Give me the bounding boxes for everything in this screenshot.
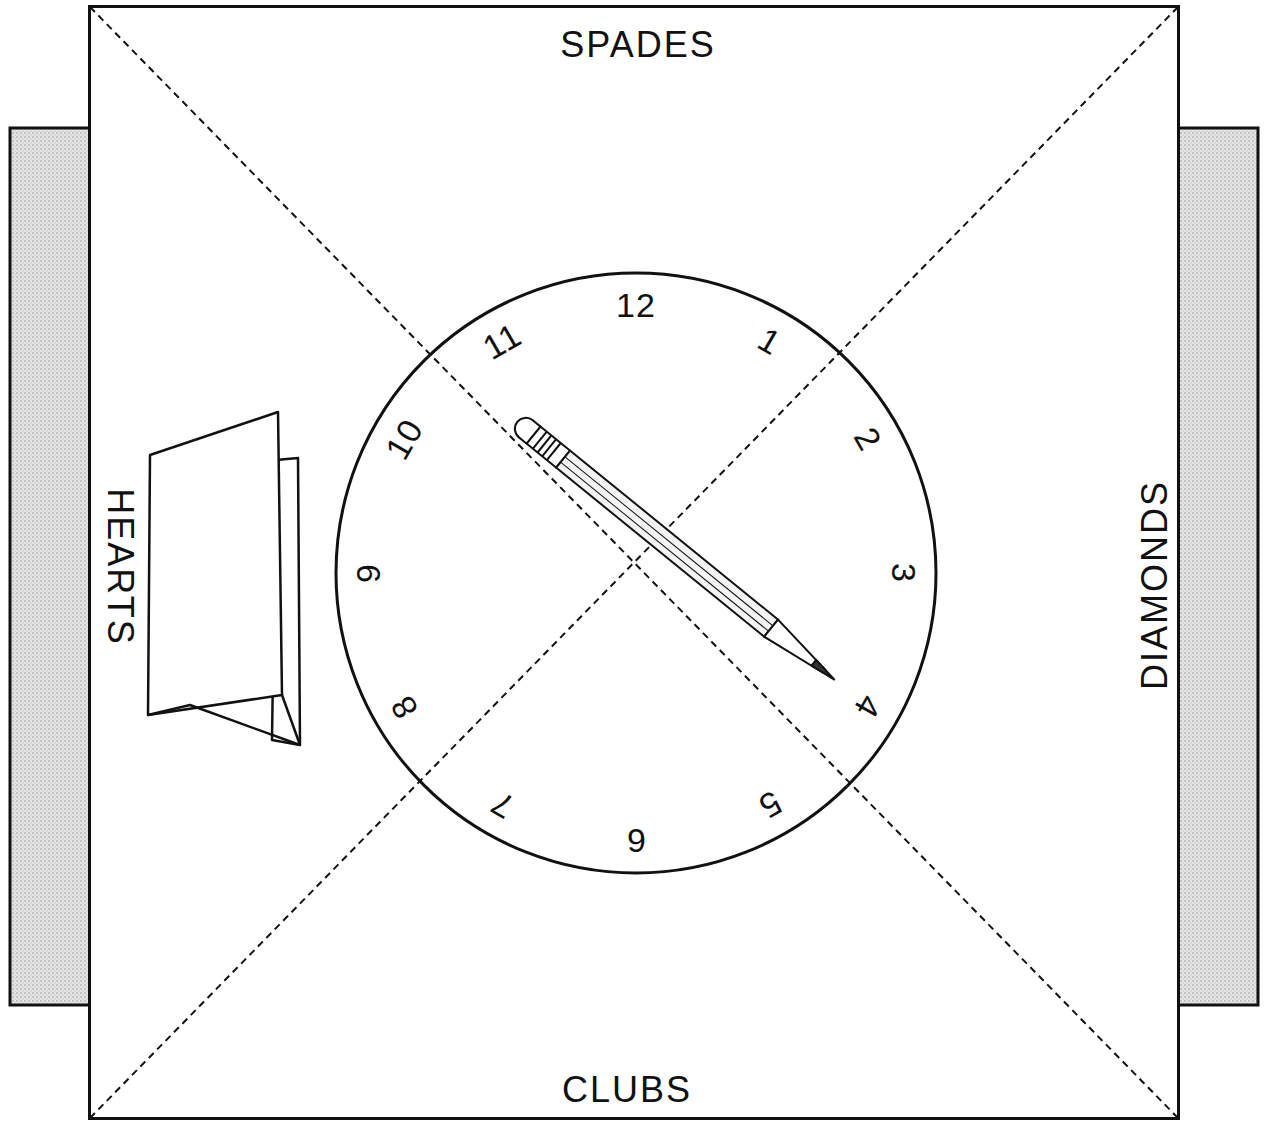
pencil-lead — [812, 660, 837, 683]
pencil-facet — [561, 462, 769, 631]
clock-number: 10 — [379, 413, 428, 464]
clock-outline — [334, 271, 938, 875]
suit-label: HEARTS — [102, 488, 138, 645]
ferrule-line — [547, 443, 561, 460]
clock-number: 6 — [626, 824, 646, 858]
clock-number: 9 — [351, 563, 385, 583]
table-top — [88, 5, 1180, 1120]
left-bench — [10, 128, 94, 1005]
pencil — [510, 413, 841, 688]
suit-label: CLUBS — [562, 1072, 692, 1108]
right-bench — [1176, 128, 1258, 1005]
clock-circle — [336, 273, 936, 873]
card-fold — [148, 705, 300, 745]
card-front-panel — [148, 412, 282, 715]
ferrule-line — [542, 439, 556, 456]
card-table: SPADESHEARTSDIAMONDSCLUBS121234567891011 — [88, 5, 1180, 1120]
clock-number: 7 — [485, 785, 519, 824]
suit-label: DIAMONDS — [1137, 480, 1173, 690]
clock-number: 1 — [753, 321, 787, 360]
card-fold — [282, 695, 300, 745]
ferrule-line — [538, 435, 552, 452]
clock-number: 2 — [848, 422, 887, 456]
pencil-body — [556, 451, 778, 637]
dashed-diagonal — [90, 7, 1178, 1118]
pencil-facet — [565, 457, 773, 626]
clock-number: 4 — [848, 690, 887, 724]
clock-number: 3 — [887, 563, 921, 583]
clock-number: 11 — [477, 317, 526, 365]
suit-label: SPADES — [560, 27, 715, 63]
dashed-diagonal — [90, 7, 1178, 1118]
folded-card — [148, 412, 300, 745]
ferrule-line — [533, 432, 547, 449]
clock-dial: 121234567891011 — [334, 271, 938, 875]
clock-number: 5 — [753, 785, 787, 824]
clock-number: 8 — [384, 690, 423, 724]
clock-number: 12 — [616, 288, 656, 322]
